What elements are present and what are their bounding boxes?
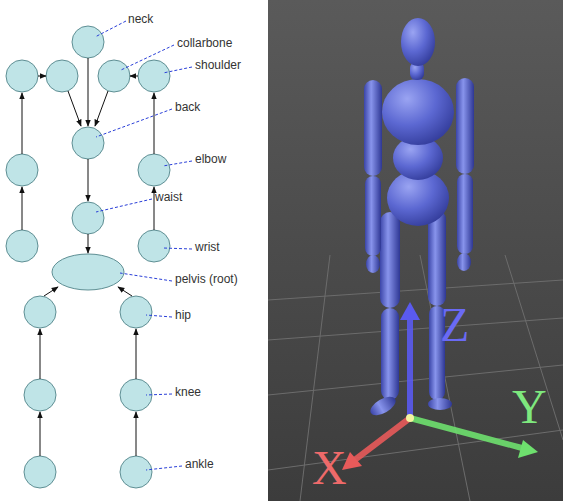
joint-label: wrist xyxy=(195,240,220,254)
floor-grid xyxy=(268,255,563,501)
joint-circle xyxy=(46,60,78,92)
arrow xyxy=(40,412,41,456)
joint-circle xyxy=(120,296,152,328)
y-axis-head xyxy=(518,440,538,458)
joint-label: waist xyxy=(155,190,182,204)
joint-circles xyxy=(6,26,170,488)
hierarchy-arrows xyxy=(22,58,154,456)
grid-line xyxy=(268,280,563,300)
joint-circle xyxy=(6,60,38,92)
grid-line xyxy=(268,318,563,340)
left-thigh xyxy=(380,212,400,308)
arrow xyxy=(38,76,46,77)
left-forearm xyxy=(365,176,381,256)
joint-circle xyxy=(138,154,170,186)
arrow xyxy=(88,159,89,201)
joint-circle xyxy=(6,154,38,186)
leader-line xyxy=(96,109,172,137)
right-thigh xyxy=(428,210,446,306)
figure xyxy=(364,78,474,419)
joint-label: neck xyxy=(128,12,153,26)
arrow xyxy=(154,187,155,230)
joint-label: shoulder xyxy=(195,58,241,72)
render-background xyxy=(268,0,563,501)
arrow xyxy=(130,76,138,77)
axis-origin xyxy=(406,414,414,422)
arrow xyxy=(88,58,89,126)
right-hand xyxy=(457,253,471,271)
right-forearm xyxy=(457,174,473,254)
leader-line xyxy=(163,161,192,166)
left-foot xyxy=(367,393,398,419)
arrow xyxy=(40,329,41,379)
right-upper-arm xyxy=(456,78,474,174)
joint-label: collarbone xyxy=(177,36,232,50)
head xyxy=(401,18,435,66)
leader-lines xyxy=(95,21,192,470)
left-shin xyxy=(381,308,399,400)
arrow xyxy=(22,187,23,230)
leader-line xyxy=(96,199,152,212)
joint-circle xyxy=(6,230,38,262)
right-foot xyxy=(428,398,452,410)
left-upper-arm xyxy=(364,80,382,176)
arrow xyxy=(68,91,81,126)
figure-body xyxy=(382,18,454,226)
arrow xyxy=(95,91,108,126)
y-axis xyxy=(410,418,522,448)
leader-line xyxy=(163,248,192,249)
joint-label: back xyxy=(175,100,200,114)
leader-line xyxy=(146,315,172,317)
joint-circle xyxy=(120,456,152,488)
joint-circle xyxy=(72,26,104,58)
arrow xyxy=(136,329,137,379)
joint-circle xyxy=(24,456,56,488)
z-axis xyxy=(407,318,413,418)
joint-label: hip xyxy=(175,308,191,322)
joint-circle xyxy=(72,202,104,234)
leader-line xyxy=(95,21,126,37)
arrow xyxy=(118,287,132,296)
joint-label: pelvis (root) xyxy=(175,272,238,286)
joint-circle xyxy=(98,60,130,92)
leader-line xyxy=(146,466,182,470)
root-ellipse xyxy=(52,254,124,290)
axis-label: X xyxy=(312,439,347,497)
joint-circle xyxy=(138,60,170,92)
joint-label: knee xyxy=(175,385,201,399)
leader-line xyxy=(120,273,172,281)
arrow xyxy=(136,412,137,456)
arrow xyxy=(44,287,58,296)
grid-line xyxy=(505,255,563,440)
arrow xyxy=(88,234,89,253)
left-hand xyxy=(366,255,380,273)
leader-line xyxy=(121,45,174,70)
joint-circle xyxy=(24,296,56,328)
leader-line xyxy=(146,394,172,395)
joint-circle xyxy=(138,230,170,262)
axis-label: Y xyxy=(512,378,547,436)
joint-label: ankle xyxy=(185,457,214,471)
axis-label: Z xyxy=(440,296,469,354)
joint-circle xyxy=(24,379,56,411)
chest-sphere xyxy=(382,79,454,145)
arrow xyxy=(154,93,155,154)
arrow xyxy=(22,93,23,154)
joint-label: elbow xyxy=(195,152,226,166)
joint-circle xyxy=(72,127,104,159)
z-axis-head xyxy=(400,302,420,320)
joint-circle xyxy=(120,379,152,411)
leader-line xyxy=(163,67,192,73)
x-axis xyxy=(352,418,410,462)
